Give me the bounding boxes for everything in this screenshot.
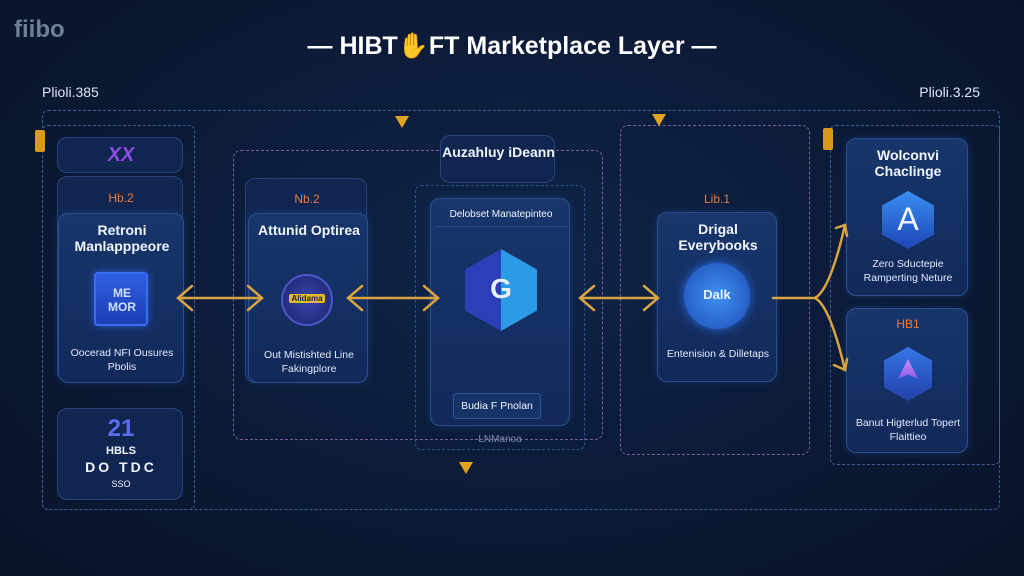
title-text: HIBT✋FT Marketplace Layer	[339, 32, 685, 60]
marketplace-icon: ME MOR	[94, 272, 148, 326]
center-title: Auzahluy iDeann	[442, 144, 555, 160]
card-title: HBLS	[106, 445, 136, 457]
badge: Nb.2	[294, 192, 320, 206]
mid-right-card[interactable]: Drigal Everybooks Dalk Entenision & Dill…	[657, 212, 777, 382]
card-description: Out Mistishted Line Fakingplore	[264, 349, 354, 375]
arrow-hex-icon	[884, 347, 932, 401]
left-card[interactable]: Hb.2 Retroni Manlapppeore ME MOR Oocerad…	[57, 176, 184, 383]
icon-text: ME MOR	[108, 286, 136, 314]
badge: Hb.2	[108, 191, 134, 205]
left-column-frame	[42, 125, 195, 510]
center-header: Delobset Manatepinteo	[435, 209, 567, 227]
right-top-card[interactable]: Wolconvi Chaclinge A Zero Sductepie Ramp…	[846, 138, 968, 296]
icon-text: Dalk	[703, 287, 731, 302]
left-card-inner: Retroni Manlapppeore ME MOR Oocerad NFI …	[58, 213, 184, 383]
right-version-label: Plioli.3.25	[919, 84, 980, 100]
icon-text: Alidama	[289, 294, 325, 303]
double-arrow-icon	[176, 284, 264, 312]
card-title: Drigal Everybooks	[678, 221, 758, 253]
card-description: Entenision & Dilletaps	[666, 348, 770, 360]
scribble-text: DO TDC	[85, 459, 157, 475]
left-top-card: XX	[57, 137, 183, 173]
card-description: Zero Sductepie Ramperting Neture	[863, 258, 953, 284]
right-column-frame	[830, 125, 1000, 465]
number-icon: 21	[107, 415, 135, 442]
card-description: Oocerad NFI Ousures Pbolis	[70, 347, 174, 373]
center-button[interactable]: Budia F Pnolan	[453, 393, 541, 419]
hex-logo-glyph: G	[490, 273, 512, 304]
badge: Lib.1	[703, 192, 731, 206]
page-title: — HIBT✋FT Marketplace Layer —	[307, 32, 717, 60]
xx-icon: XX	[107, 144, 135, 166]
card-title: Wolconvi Chaclinge	[874, 147, 942, 179]
card-title: Retroni Manlapppeore	[74, 222, 170, 254]
badge-hex-icon: Alidama	[281, 274, 333, 326]
right-bottom-card[interactable]: HB1 Banut Higterlud Topert Flaittieo	[846, 308, 968, 453]
center-frame	[415, 185, 585, 450]
badge: HB1	[896, 317, 920, 331]
gem-icon: Dalk	[684, 263, 750, 329]
a-hex-icon: A	[882, 191, 934, 249]
connector-marker	[35, 130, 45, 152]
card-description: Banut Higterlud Topert Flaittieo	[855, 417, 961, 443]
card-title: Attunid Optirea	[258, 222, 360, 238]
middle-frame	[233, 150, 603, 440]
left-bottom-card[interactable]: 21 HBLS DO TDC SSO	[57, 408, 183, 500]
center-right-frame	[620, 125, 810, 455]
fork-arrow-icon	[771, 223, 849, 372]
center-title-card: Auzahluy iDeann	[440, 135, 555, 183]
connector-marker	[823, 128, 833, 150]
icon-text: A	[897, 201, 919, 237]
double-arrow-icon	[346, 284, 440, 312]
center-panel: Delobset Manatepinteo G Budia F Pnolan	[430, 198, 570, 426]
sub-text: SSO	[111, 479, 131, 489]
logo: fiibo	[14, 16, 65, 43]
left-version-label: Plioli.385	[42, 84, 99, 100]
double-arrow-icon	[578, 284, 660, 312]
center-footer: LNManoa	[478, 434, 522, 445]
